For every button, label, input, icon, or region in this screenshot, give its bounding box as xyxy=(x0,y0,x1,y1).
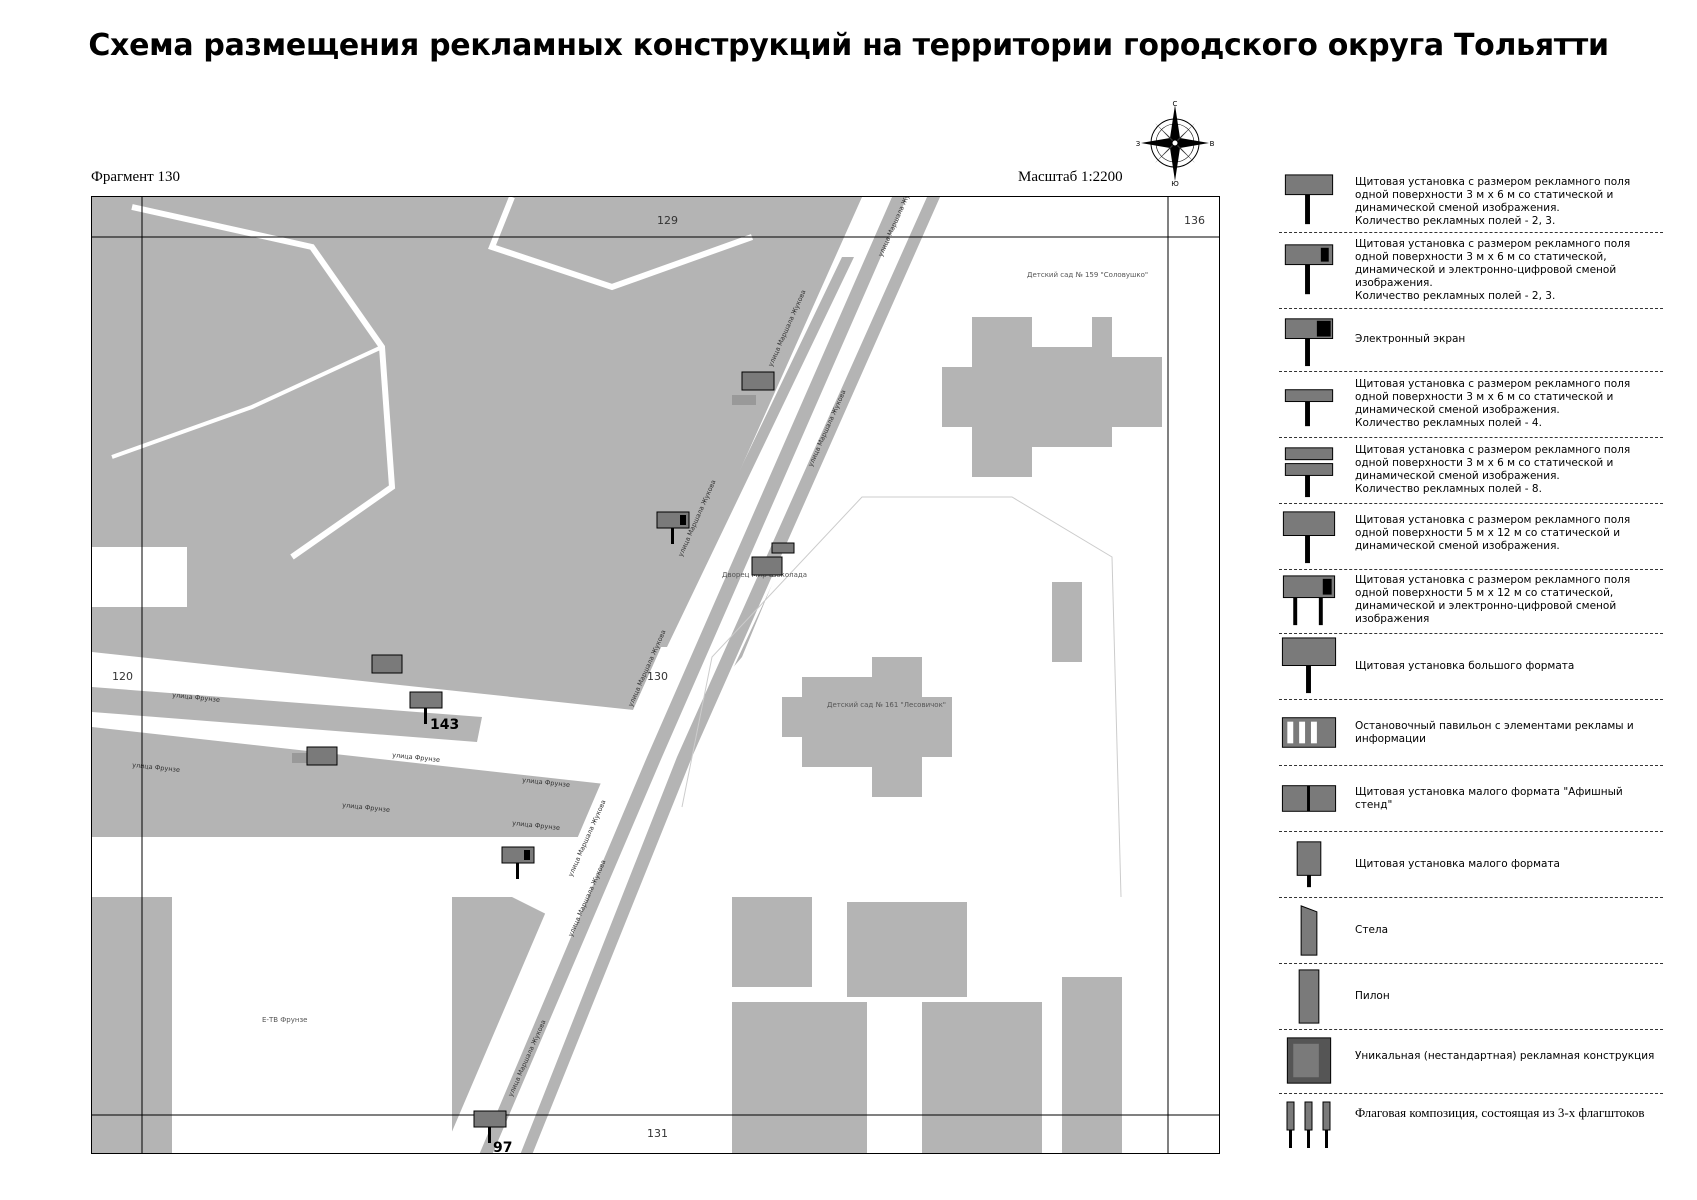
marker-billboard-2[interactable] xyxy=(501,846,535,879)
legend-item-billboard-8-fields: Щитовая установка с размером рекламного … xyxy=(1279,438,1663,504)
poster-stand-icon xyxy=(1281,785,1337,812)
legend-text: Электронный экран xyxy=(1355,333,1466,345)
marker-pavilion-4[interactable] xyxy=(292,746,338,766)
legend-item-pylon: Пилон xyxy=(1279,964,1663,1030)
building-east-3 xyxy=(732,1002,867,1153)
marker-billboard-143[interactable] xyxy=(409,691,443,724)
billboard-3x6-icon xyxy=(1284,174,1334,225)
poi-label-kindergarten-159: Детский сад № 159 "Соловушко" xyxy=(1027,271,1148,279)
legend-item-bus-stop-pavilion: Остановочный павильон с элементами рекла… xyxy=(1279,700,1663,766)
legend-item-electronic-screen: Электронный экран xyxy=(1279,309,1663,372)
billboard-5x12-icon xyxy=(1282,511,1336,564)
map-canvas[interactable]: 129 136 120 130 131 улица Фрунзе улица Ф… xyxy=(92,197,1220,1154)
billboard-3x6-digital-icon xyxy=(1284,244,1334,295)
road-frunze-median xyxy=(92,687,482,742)
white-parcel-south-2 xyxy=(342,997,452,1153)
map-frame[interactable]: 129 136 120 130 131 улица Фрунзе улица Ф… xyxy=(91,196,1220,1154)
poi-label-kindergarten-161: Детский сад № 161 "Лесовичок" xyxy=(827,701,946,709)
grid-label-120: 120 xyxy=(112,670,133,683)
legend-item-stela: Стела xyxy=(1279,898,1663,964)
compass-n: С xyxy=(1173,100,1178,108)
building-kindergarten-161 xyxy=(782,657,952,797)
building-kindergarten-159 xyxy=(942,317,1162,477)
building-east-5 xyxy=(1052,582,1082,662)
building-east-6 xyxy=(1062,977,1122,1153)
legend: Щитовая установка с размером рекламного … xyxy=(1279,170,1663,1154)
fragment-label: Фрагмент 130 xyxy=(91,169,180,185)
compass-rose-icon: С Ю В З xyxy=(1136,100,1215,186)
legend-text: Уникальная (нестандартная) рекламная кон… xyxy=(1355,1050,1655,1062)
grid-label-131: 131 xyxy=(647,1127,668,1140)
site-number-143: 143 xyxy=(430,717,459,733)
billboard-5x12-digital-icon xyxy=(1282,575,1336,626)
poi-label-stop-2: Е-ТВ Фрунзе xyxy=(262,1016,307,1024)
compass-w: З xyxy=(1136,140,1141,148)
road-zhukova-median-2 xyxy=(520,197,940,1153)
marker-billboard-1[interactable] xyxy=(656,511,690,544)
legend-item-small-format: Щитовая установка малого формата xyxy=(1279,832,1663,898)
legend-item-billboard-3x6-digital: Щитовая установка с размером рекламного … xyxy=(1279,233,1663,309)
legend-text: Стела xyxy=(1355,924,1389,936)
building-east-4 xyxy=(922,1002,1042,1153)
large-format-billboard-icon xyxy=(1281,637,1337,694)
legend-text: Флаговая композиция, состоящая из 3-х фл… xyxy=(1355,1105,1645,1120)
grid-label-130: 130 xyxy=(647,670,668,683)
legend-text: Щитовая установка с размером рекламного … xyxy=(1355,238,1631,302)
scale-label: Масштаб 1:2200 xyxy=(1018,169,1123,185)
site-number-97: 97 xyxy=(493,1140,512,1154)
grid-label-136: 136 xyxy=(1184,214,1205,227)
legend-text: Остановочный павильон с элементами рекла… xyxy=(1355,720,1634,745)
path-lines-3 xyxy=(111,345,383,459)
bus-stop-pavilion-icon xyxy=(1281,717,1337,748)
marker-pavilion-3[interactable] xyxy=(371,654,403,674)
path-lines-2 xyxy=(488,197,754,291)
building-east-1 xyxy=(732,897,812,987)
marker-pavilion-1[interactable] xyxy=(732,371,775,405)
legend-text: Щитовая установка с размером рекламного … xyxy=(1355,514,1631,552)
legend-text: Щитовая установка с размером рекламного … xyxy=(1355,574,1631,625)
legend-item-poster-stand: Щитовая установка малого формата "Афишны… xyxy=(1279,766,1663,832)
small-format-billboard-icon xyxy=(1296,841,1322,888)
legend-text: Щитовая установка с размером рекламного … xyxy=(1355,444,1631,495)
billboard-4-fields-icon xyxy=(1284,389,1334,427)
legend-item-unique: Уникальная (нестандартная) рекламная кон… xyxy=(1279,1030,1663,1094)
legend-item-billboard-5x12-digital: Щитовая установка с размером рекламного … xyxy=(1279,570,1663,634)
grid-label-129: 129 xyxy=(657,214,678,227)
marker-pavilion-2[interactable] xyxy=(751,542,795,576)
legend-text: Щитовая установка малого формата xyxy=(1355,858,1560,870)
legend-item-large-format: Щитовая установка большого формата xyxy=(1279,634,1663,700)
white-parcel-west xyxy=(92,547,187,607)
legend-item-billboard-3x6: Щитовая установка с размером рекламного … xyxy=(1279,170,1663,233)
legend-text: Щитовая установка с размером рекламного … xyxy=(1355,176,1631,227)
legend-item-billboard-5x12: Щитовая установка с размером рекламного … xyxy=(1279,504,1663,570)
parcel-outline-east xyxy=(681,496,1122,898)
legend-text: Щитовая установка с размером рекламного … xyxy=(1355,378,1631,429)
stela-icon xyxy=(1300,905,1318,956)
compass-e: В xyxy=(1210,140,1215,148)
road-zhukova-median-1 xyxy=(479,197,907,1153)
legend-text: Пилон xyxy=(1355,990,1390,1002)
legend-item-billboard-4-fields: Щитовая установка с размером рекламного … xyxy=(1279,372,1663,438)
unique-construction-icon xyxy=(1286,1037,1332,1084)
legend-text: Щитовая установка большого формата xyxy=(1355,660,1575,672)
legend-item-flags: Флаговая композиция, состоящая из 3-х фл… xyxy=(1279,1094,1663,1154)
marker-billboard-97[interactable] xyxy=(473,1110,507,1143)
building-east-2 xyxy=(847,902,967,997)
electronic-screen-icon xyxy=(1284,318,1334,367)
compass-s: Ю xyxy=(1171,180,1179,186)
legend-text: Щитовая установка малого формата "Афишны… xyxy=(1355,786,1623,811)
pylon-icon xyxy=(1298,969,1320,1024)
page-title: Схема размещения рекламных конструкций н… xyxy=(88,28,1609,63)
road-zhukova-median-3 xyxy=(655,257,854,647)
billboard-8-fields-icon xyxy=(1284,447,1334,498)
flag-composition-icon xyxy=(1286,1101,1331,1148)
